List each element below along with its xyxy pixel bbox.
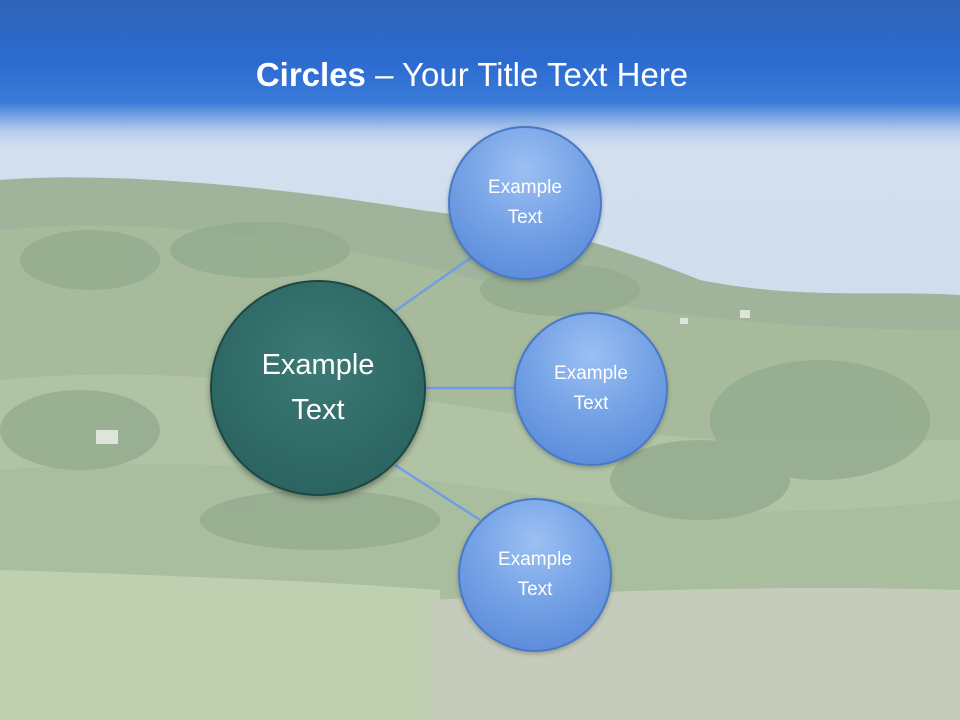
slide-title: Circles – Your Title Text Here: [0, 56, 944, 94]
center-circle-label: Example Text: [261, 349, 375, 426]
title-bold: Circles: [255, 56, 366, 93]
title-rest: – Your Title Text Here: [365, 56, 689, 93]
connector-bottom: [394, 463, 481, 522]
node-circle-label: Example Text: [554, 363, 628, 414]
node-circle-label: Example Text: [488, 177, 562, 228]
node-circle-top[interactable]: Example Text: [448, 126, 602, 280]
node-circle-label: Example Text: [498, 549, 572, 600]
connector-top: [394, 255, 473, 313]
title-bar: Circles – Your Title Text Here: [0, 0, 960, 150]
node-circle-bottom[interactable]: Example Text: [458, 498, 612, 652]
center-circle[interactable]: Example Text: [210, 280, 426, 496]
node-circle-middle[interactable]: Example Text: [514, 312, 668, 466]
